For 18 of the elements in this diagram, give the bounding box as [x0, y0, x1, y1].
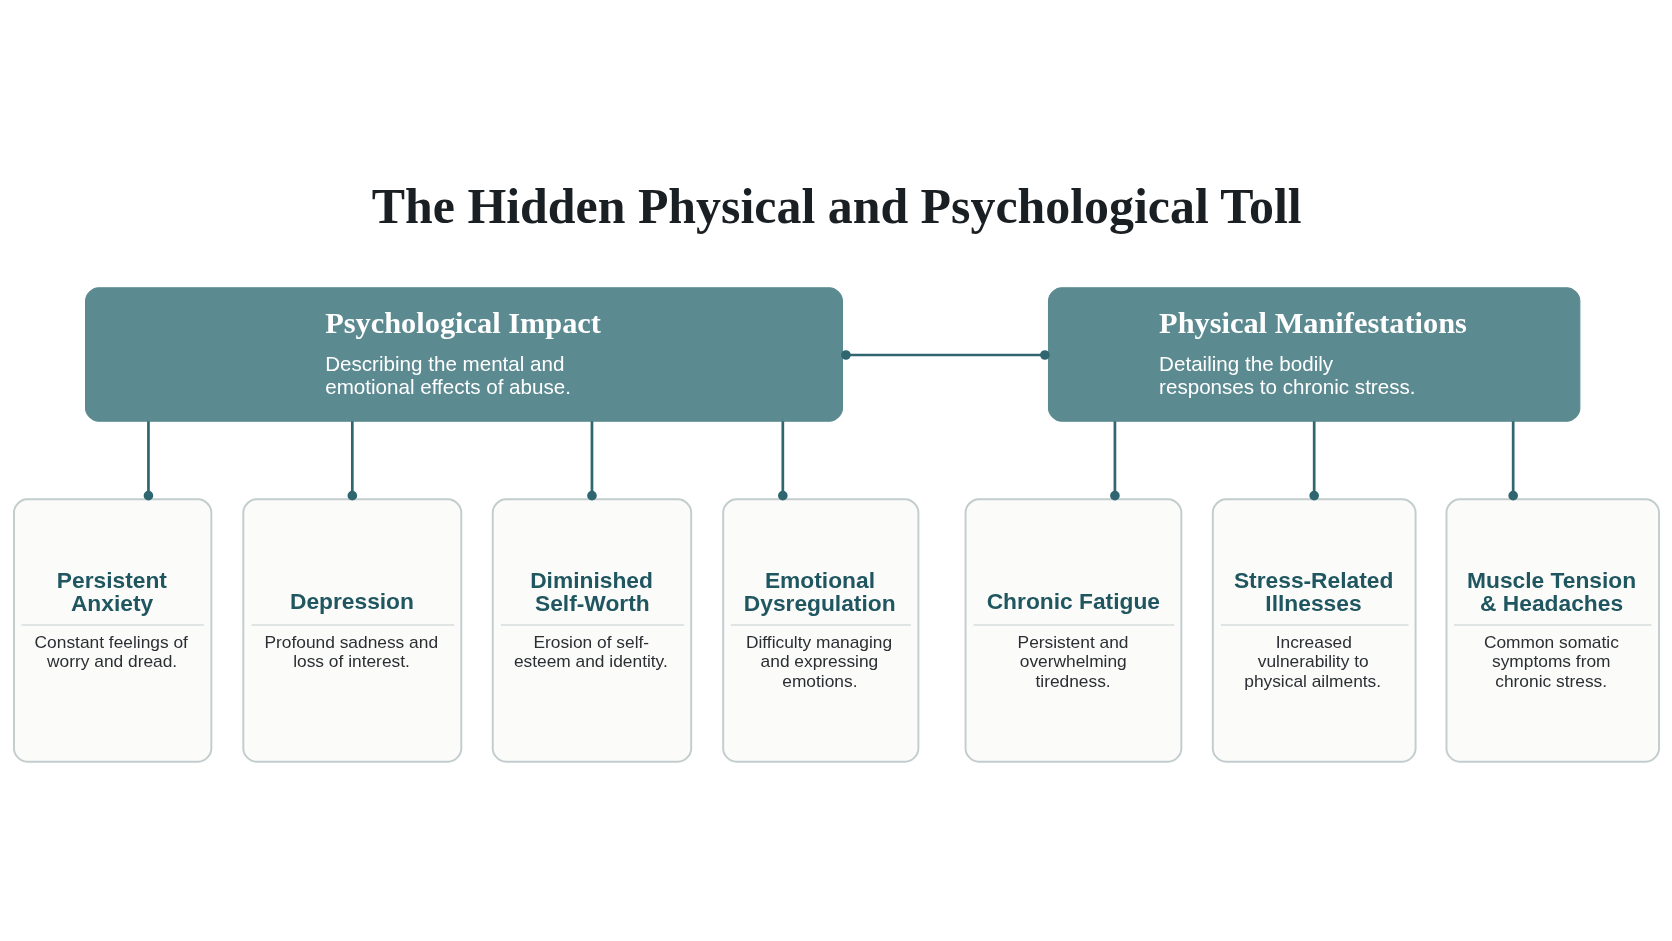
node-box: Muscle Tension & Headaches Common somatic symptoms from chronic stress. — [1445, 498, 1660, 763]
connector — [1109, 421, 1120, 501]
node-box: Psychological Impact Describing the mental and emotional effects of abuse. — [84, 287, 843, 422]
connector — [1308, 421, 1319, 501]
node-box: Depression Profound sadness and loss of interest. — [241, 498, 462, 763]
connector — [143, 421, 153, 501]
connector — [347, 421, 357, 501]
node-box: Physical Manifestations Detailing the bodily responses to chronic stress. — [1047, 287, 1580, 422]
connector — [586, 421, 597, 501]
node-box: Emotional Dysregulation Difficulty managing and expressing emotions. — [721, 498, 919, 763]
diagram-title: The Hidden Physical and Psychological Toll — [371, 178, 1302, 234]
node-box: Stress-Related Illnesses Increased vulnerability to physical ailments. — [1211, 498, 1417, 763]
node-box: Persistent Anxiety Constant feelings of worry and dread. — [12, 498, 212, 763]
connector — [777, 421, 788, 501]
node-box: Chronic Fatigue Persistent and overwhelming tiredness. — [964, 498, 1182, 763]
connector — [840, 350, 1050, 360]
connector — [1507, 421, 1518, 501]
node-box: Diminished Self-Worth Erosion of self-esteem and identity. — [491, 498, 692, 763]
